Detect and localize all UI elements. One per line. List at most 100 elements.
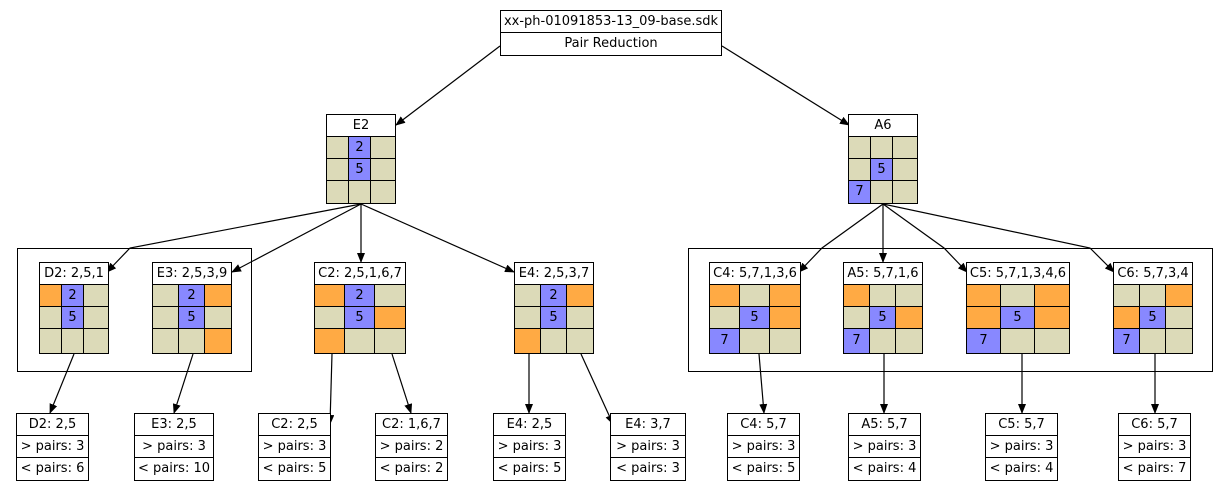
grid-cell	[1001, 329, 1035, 353]
grid-cell: 7	[967, 329, 1001, 353]
grid-cell: 7	[849, 181, 871, 203]
grid-cell: 5	[870, 307, 896, 329]
grid-cell: 2	[179, 285, 205, 307]
leaf-greater-pairs: > pairs: 2	[376, 435, 447, 457]
leaf-title: E4: 3,7	[625, 417, 671, 432]
leaf-node-c5: C5: 5,7 > pairs: 3 < pairs: 4	[985, 413, 1058, 481]
grid-cell	[515, 329, 541, 353]
leaf-title: E4: 2,5	[506, 417, 553, 432]
edge-e2-e3	[231, 203, 362, 273]
leaf-lesser-pairs: < pairs: 7	[1119, 457, 1190, 479]
grid-cell	[567, 307, 593, 329]
leaf-node-a5: A5: 5,7 > pairs: 3 < pairs: 4	[848, 413, 921, 481]
grid-cell	[40, 329, 62, 353]
cluster-a6-group	[688, 248, 1213, 372]
grid-cell	[205, 329, 231, 353]
leaf-title: D2: 2,5	[28, 417, 77, 432]
edge-e4-leaf-b	[580, 353, 614, 425]
grid-cell	[770, 329, 800, 353]
grid-cell	[893, 181, 917, 203]
leaf-lesser-pairs: < pairs: 5	[494, 457, 565, 479]
root-node: xx-ph-01091853-13_09-base.sdk Pair Reduc…	[500, 10, 722, 56]
grid-cell	[567, 329, 593, 353]
grid-cell	[967, 285, 1001, 307]
leaf-greater-pairs: > pairs: 3	[259, 435, 330, 457]
leaf-node-c2-b: C2: 1,6,7 > pairs: 2 < pairs: 2	[375, 413, 448, 481]
grid-cell	[375, 307, 405, 329]
grid-cell	[84, 307, 108, 329]
grid-title: C4: 5,7,1,3,6	[710, 263, 800, 285]
grid-cell	[371, 159, 395, 181]
grid-cell: 2	[541, 285, 567, 307]
grid-cell	[315, 329, 345, 353]
leaf-greater-pairs: > pairs: 3	[494, 435, 565, 457]
leaf-lesser-pairs: < pairs: 5	[259, 457, 330, 479]
leaf-title: A5: 5,7	[861, 417, 908, 432]
grid-cell	[896, 329, 922, 353]
leaf-node-e3: E3: 2,5 > pairs: 3 < pairs: 10	[134, 413, 214, 481]
grid-cell	[349, 181, 371, 203]
leaf-lesser-pairs: < pairs: 3	[611, 457, 685, 479]
grid-cell	[1001, 285, 1035, 307]
grid-cell: 7	[710, 329, 740, 353]
leaf-node-c4: C4: 5,7 > pairs: 3 < pairs: 5	[727, 413, 800, 481]
grid-title: C6: 5,7,3,4	[1114, 263, 1192, 285]
grid-cell	[870, 285, 896, 307]
grid-cell	[770, 285, 800, 307]
grid-title: C2: 2,5,1,6,7	[315, 263, 405, 285]
grid-cell	[327, 159, 349, 181]
leaf-node-e4-b: E4: 3,7 > pairs: 3 < pairs: 3	[610, 413, 686, 481]
leaf-node-e4-a: E4: 2,5 > pairs: 3 < pairs: 5	[493, 413, 566, 481]
grid-cell: 2	[62, 285, 84, 307]
leaf-node-c6: C6: 5,7 > pairs: 3 < pairs: 7	[1118, 413, 1191, 481]
grid-cell: 5	[1001, 307, 1035, 329]
leaf-title: C5: 5,7	[998, 417, 1045, 432]
grid-cell: 5	[871, 159, 893, 181]
grid-cell: 5	[179, 307, 205, 329]
grid-cell	[770, 307, 800, 329]
grid-cell	[1140, 285, 1166, 307]
grid-cell: 5	[541, 307, 567, 329]
edge-root-e2	[395, 45, 501, 126]
grid-cell	[844, 285, 870, 307]
grid-cell	[515, 307, 541, 329]
grid-cell	[375, 329, 405, 353]
leaf-lesser-pairs: < pairs: 4	[986, 457, 1057, 479]
leaf-greater-pairs: > pairs: 3	[17, 435, 88, 457]
grid-cell	[153, 307, 179, 329]
grid-cell: 2	[345, 285, 375, 307]
grid-cell	[893, 159, 917, 181]
leaf-lesser-pairs: < pairs: 10	[135, 457, 213, 479]
grid-cell	[1035, 285, 1069, 307]
leaf-node-d2: D2: 2,5 > pairs: 3 < pairs: 6	[16, 413, 89, 481]
leaf-title: C2: 1,6,7	[382, 417, 441, 432]
grid-cell	[315, 285, 345, 307]
root-title: xx-ph-01091853-13_09-base.sdk	[503, 14, 719, 29]
grid-cell	[1114, 307, 1140, 329]
edge-d2-leaf	[49, 353, 75, 414]
grid-cell: 7	[844, 329, 870, 353]
leaf-title: C4: 5,7	[740, 417, 787, 432]
cluster-e2-pair	[17, 248, 252, 372]
leaf-lesser-pairs: < pairs: 4	[849, 457, 920, 479]
grid-cell	[896, 285, 922, 307]
grid-cell	[1166, 285, 1192, 307]
grid-cell	[896, 307, 922, 329]
leaf-title: C2: 2,5	[271, 417, 318, 432]
grid-cell	[375, 285, 405, 307]
grid-cell: 5	[62, 307, 84, 329]
grid-cell	[849, 137, 871, 159]
